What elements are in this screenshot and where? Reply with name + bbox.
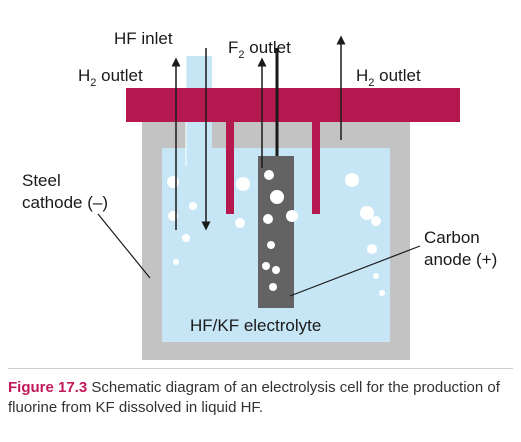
carbon-label-line1: Carbon [424, 228, 480, 247]
hf-inlet-label: HF inlet [114, 29, 173, 48]
carbon-label-line2: anode (+) [424, 250, 497, 269]
h2-symbol: H [78, 66, 90, 85]
bubble [269, 283, 277, 291]
f2-symbol: F [228, 38, 238, 57]
f2-outlet-label: F2 outlet [228, 38, 291, 61]
caption-divider [8, 368, 513, 369]
bubble [262, 262, 270, 270]
steel-cathode-pointer [97, 213, 151, 279]
steel-label-line1: Steel [22, 171, 61, 190]
electrolyte-label: HF/KF electrolyte [190, 316, 321, 335]
caption-text: Schematic diagram of an electrolysis cel… [8, 379, 500, 416]
bubble [267, 241, 275, 249]
bubble [345, 173, 359, 187]
bubble [272, 266, 280, 274]
flow-arrows [171, 35, 346, 231]
f2-outlet-text: outlet [245, 38, 292, 57]
cell-lid [126, 88, 460, 122]
bubble [167, 176, 179, 188]
bubble [189, 202, 197, 210]
bubble [373, 273, 379, 279]
bubble [182, 234, 190, 242]
h2-subscript: 2 [368, 77, 374, 89]
bubble [270, 190, 284, 204]
bubble [371, 216, 381, 226]
f2-subscript: 2 [238, 49, 244, 61]
bubble [264, 170, 274, 180]
h2-outlet-right-label: H2 outlet [356, 66, 421, 89]
bubble [286, 210, 298, 222]
bubble [360, 206, 374, 220]
bubble [263, 214, 273, 224]
separator-skirt-right [312, 122, 320, 214]
bubble [236, 177, 250, 191]
h2-outlet-text: outlet [96, 66, 143, 85]
bubble [379, 290, 385, 296]
h2-outlet-text: outlet [374, 66, 421, 85]
carbon-anode [258, 156, 294, 308]
figure-number: Figure 17.3 [8, 379, 88, 396]
h2-symbol: H [356, 66, 368, 85]
figure-caption: Figure 17.3 Schematic diagram of an elec… [8, 378, 513, 418]
carbon-anode-pointer [289, 245, 421, 297]
fluorine-bubbles [262, 170, 298, 291]
separator-skirt-left [226, 122, 234, 214]
h2-outlet-left-label: H2 outlet [78, 66, 143, 89]
bubble [235, 218, 245, 228]
hydrogen-bubbles [167, 173, 385, 296]
h2-subscript: 2 [90, 77, 96, 89]
bubble [173, 259, 179, 265]
steel-label-line2: cathode (–) [22, 193, 108, 212]
bubble [367, 244, 377, 254]
